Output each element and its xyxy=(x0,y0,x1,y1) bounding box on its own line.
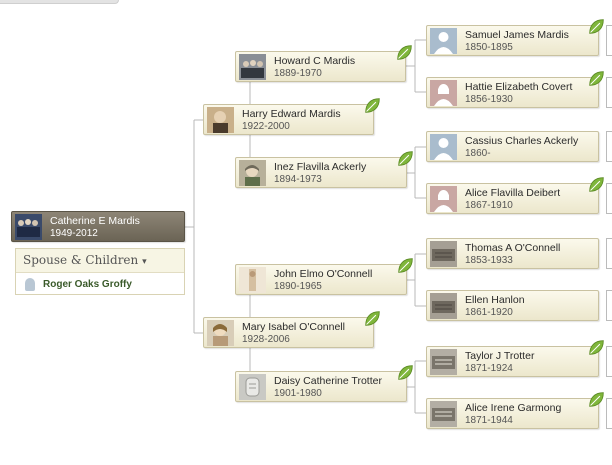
next-generation-stub[interactable] xyxy=(606,25,612,56)
person-card-father[interactable]: Harry Edward Mardis 1922-2000 xyxy=(203,98,380,135)
spouse-children-toggle[interactable]: Spouse & Children ▾ xyxy=(16,249,184,273)
person-card-great-grandmother-4[interactable]: Alice Irene Garmong 1871-1944 xyxy=(426,392,604,429)
leaf-icon[interactable] xyxy=(588,391,605,408)
person-dates: 1867-1910 xyxy=(465,200,513,211)
person-card-paternal-grandfather[interactable]: Howard C Mardis 1889-1970 xyxy=(235,45,412,82)
portrait-photo xyxy=(239,267,266,293)
person-dates: 1860- xyxy=(465,148,491,159)
leaf-icon[interactable] xyxy=(364,97,381,114)
person-dates: 1889-1970 xyxy=(274,68,322,79)
portrait-photo xyxy=(239,160,266,186)
person-dates: 1871-1924 xyxy=(465,363,513,374)
headstone-photo xyxy=(430,241,457,267)
person-dates: 1922-2000 xyxy=(242,121,290,132)
child-name[interactable]: Roger Oaks Groffy xyxy=(43,279,132,290)
person-card-maternal-grandfather[interactable]: John Elmo O'Connell 1890-1965 xyxy=(235,258,413,295)
headstone-photo xyxy=(239,374,266,400)
leaf-icon[interactable] xyxy=(397,150,414,167)
person-card-great-grandfather-2[interactable]: Cassius Charles Ackerly 1860- xyxy=(426,131,599,162)
person-name: Ellen Hanlon xyxy=(465,294,525,306)
person-name: Mary Isabel O'Connell xyxy=(242,321,345,333)
leaf-icon[interactable] xyxy=(397,364,414,381)
group-photo xyxy=(239,54,266,80)
person-name: Catherine E Mardis xyxy=(50,215,140,227)
person-card-self[interactable]: Catherine E Mardis 1949-2012 xyxy=(11,211,185,242)
person-name: Thomas A O'Connell xyxy=(465,242,561,254)
person-name: Howard C Mardis xyxy=(274,55,356,67)
person-name: John Elmo O'Connell xyxy=(274,268,373,280)
group-photo xyxy=(15,214,42,240)
next-generation-stub[interactable] xyxy=(606,290,612,321)
leaf-icon[interactable] xyxy=(588,18,605,35)
female-silhouette-icon xyxy=(430,186,457,212)
chevron-down-icon: ▾ xyxy=(142,257,147,267)
person-dates: 1850-1895 xyxy=(465,42,513,53)
headstone-photo xyxy=(430,401,457,427)
person-card-great-grandfather-1[interactable]: Samuel James Mardis 1850-1895 xyxy=(426,19,604,56)
person-dates: 1861-1920 xyxy=(465,307,513,318)
next-generation-stub[interactable] xyxy=(606,238,612,269)
person-card-maternal-grandmother[interactable]: Daisy Catherine Trotter 1901-1980 xyxy=(235,365,413,402)
portrait-photo xyxy=(207,107,234,133)
person-card-paternal-grandmother[interactable]: Inez Flavilla Ackerly 1894-1973 xyxy=(235,151,413,188)
person-dates: 1928-2006 xyxy=(242,334,290,345)
person-card-mother[interactable]: Mary Isabel O'Connell 1928-2006 xyxy=(203,311,380,348)
person-name: Hattie Elizabeth Covert xyxy=(465,81,573,93)
person-name: Daisy Catherine Trotter xyxy=(274,375,382,387)
leaf-icon[interactable] xyxy=(364,310,381,327)
headstone-photo xyxy=(430,349,457,375)
leaf-icon[interactable] xyxy=(397,257,414,274)
female-silhouette-icon xyxy=(430,80,457,106)
next-generation-stub[interactable] xyxy=(606,346,612,377)
spouse-children-panel: Spouse & Children ▾ Roger Oaks Groffy xyxy=(15,248,185,295)
person-silhouette-icon xyxy=(25,278,35,291)
next-generation-stub[interactable] xyxy=(606,398,612,429)
male-silhouette-icon xyxy=(430,134,457,160)
portrait-photo xyxy=(207,320,234,346)
person-name: Taylor J Trotter xyxy=(465,350,535,362)
person-dates: 1853-1933 xyxy=(465,255,513,266)
person-dates: 1894-1973 xyxy=(274,174,322,185)
leaf-icon[interactable] xyxy=(588,70,605,87)
person-name: Harry Edward Mardis xyxy=(242,108,341,120)
person-dates: 1856-1930 xyxy=(465,94,513,105)
leaf-icon[interactable] xyxy=(588,176,605,193)
person-name: Alice Irene Garmong xyxy=(465,402,562,414)
person-name: Inez Flavilla Ackerly xyxy=(274,161,367,173)
person-card-great-grandmother-1[interactable]: Hattie Elizabeth Covert 1856-1930 xyxy=(426,71,604,108)
person-dates: 1949-2012 xyxy=(50,228,98,239)
person-dates: 1890-1965 xyxy=(274,281,322,292)
leaf-icon[interactable] xyxy=(588,339,605,356)
leaf-icon[interactable] xyxy=(396,44,413,61)
person-name: Cassius Charles Ackerly xyxy=(465,135,579,147)
person-name: Samuel James Mardis xyxy=(465,29,569,41)
person-card-great-grandmother-2[interactable]: Alice Flavilla Deibert 1867-1910 xyxy=(426,177,604,214)
person-dates: 1871-1944 xyxy=(465,415,513,426)
person-name: Alice Flavilla Deibert xyxy=(465,187,561,199)
person-card-great-grandfather-3[interactable]: Thomas A O'Connell 1853-1933 xyxy=(426,238,599,269)
next-generation-stub[interactable] xyxy=(606,183,612,214)
male-silhouette-icon xyxy=(430,28,457,54)
headstone-photo xyxy=(430,293,457,319)
next-generation-stub[interactable] xyxy=(606,77,612,108)
next-generation-stub[interactable] xyxy=(606,131,612,162)
spouse-children-header: Spouse & Children xyxy=(23,253,139,267)
person-card-great-grandmother-3[interactable]: Ellen Hanlon 1861-1920 xyxy=(426,290,599,321)
person-card-great-grandfather-4[interactable]: Taylor J Trotter 1871-1924 xyxy=(426,340,604,377)
child-row[interactable]: Roger Oaks Groffy xyxy=(16,273,184,296)
person-dates: 1901-1980 xyxy=(274,388,322,399)
